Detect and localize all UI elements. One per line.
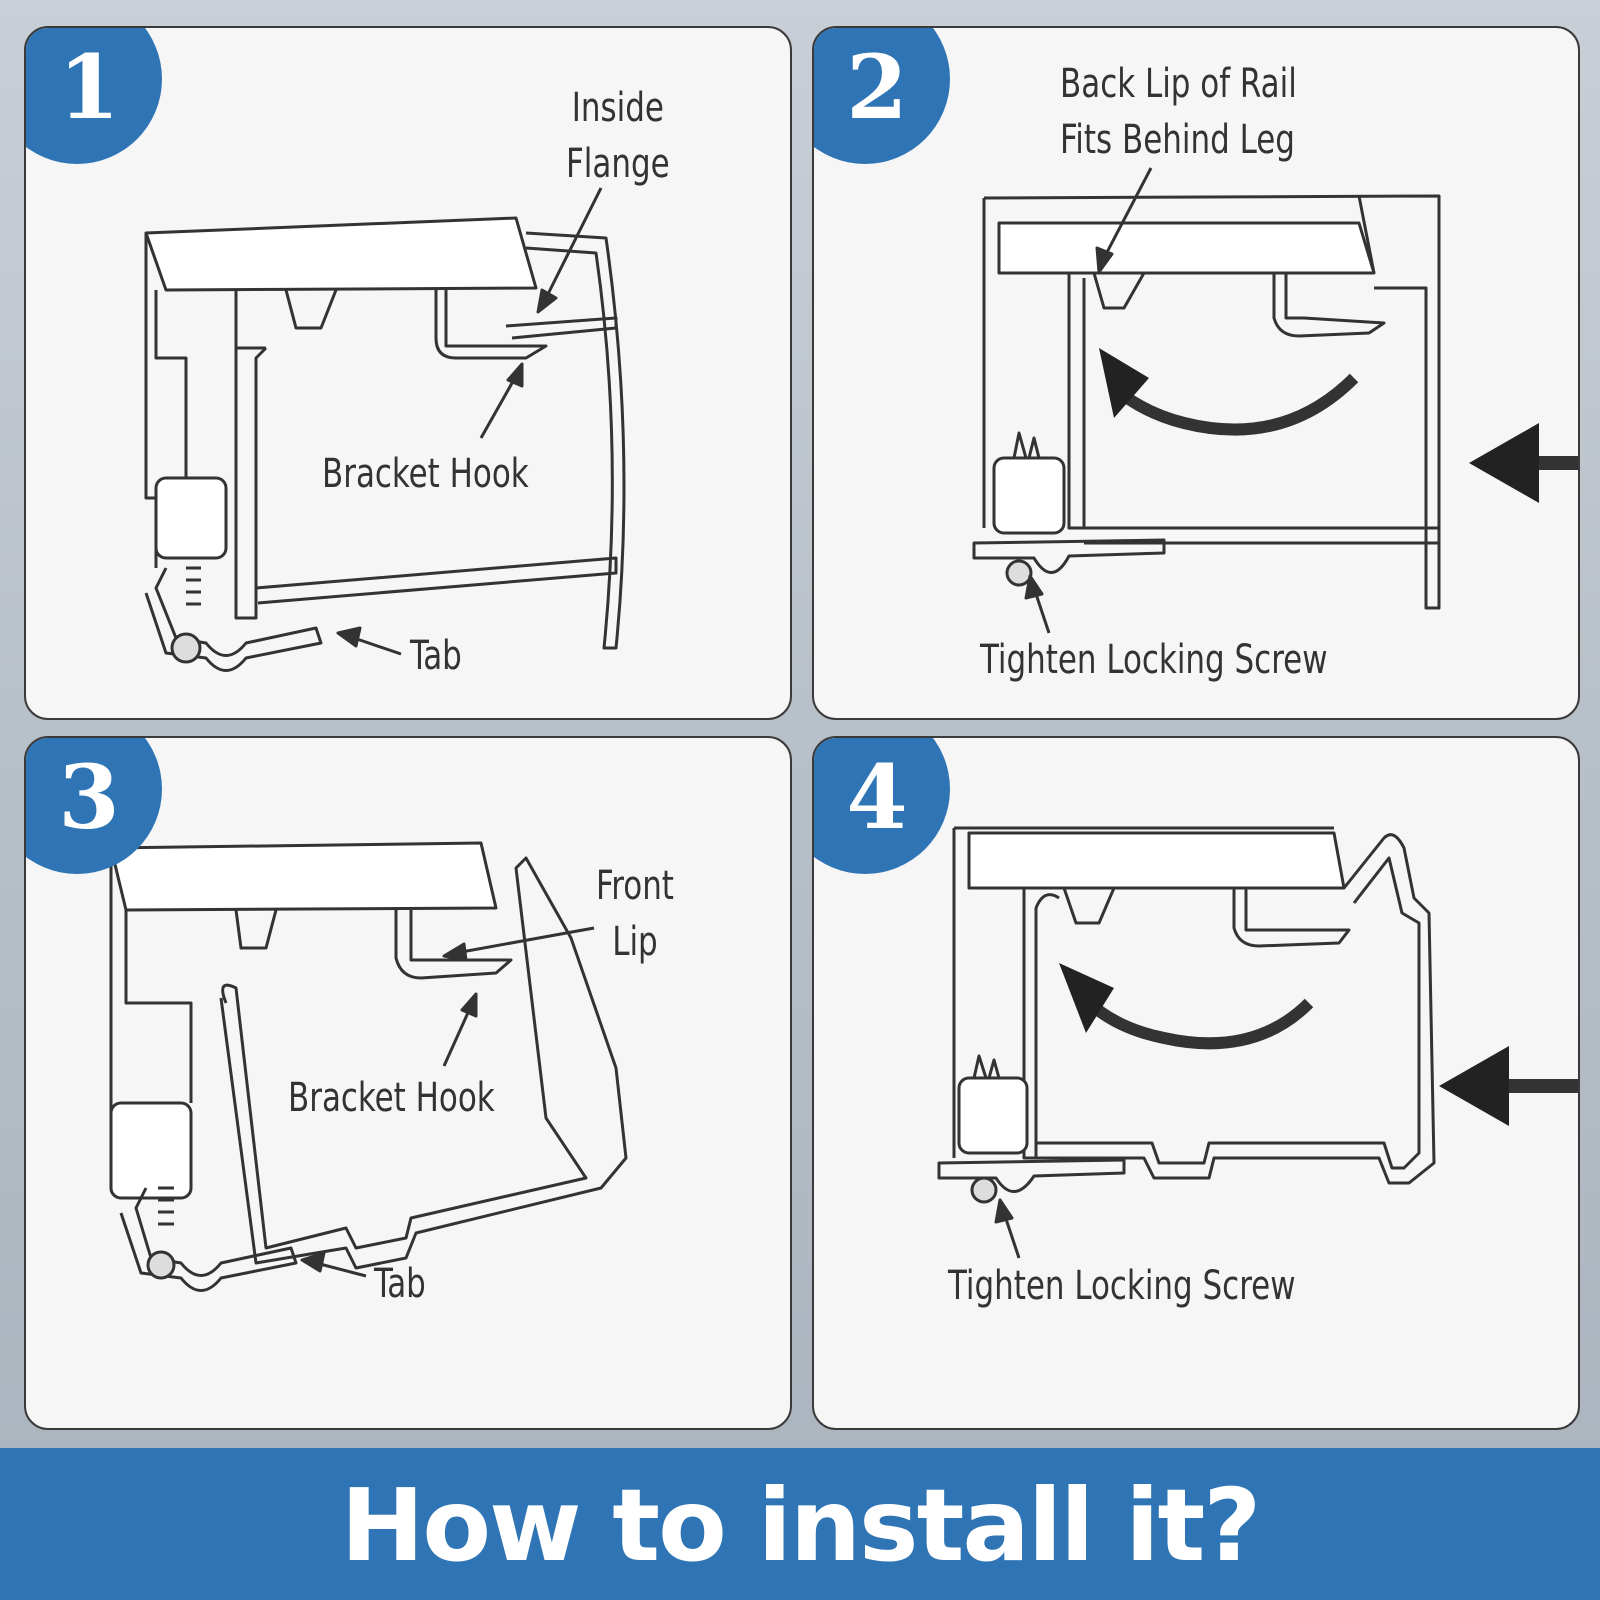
step-3-badge: 3 xyxy=(26,738,162,874)
step-3-number: 3 xyxy=(58,745,120,849)
step-3-diagram xyxy=(109,841,628,1292)
title-banner: How to install it? xyxy=(0,1448,1600,1600)
tighten-locking-screw-label-4: Tighten Locking Screw xyxy=(948,1263,1296,1309)
step-4-panel: 4 Tighten Locking Screw xyxy=(812,736,1580,1430)
tighten-locking-screw-label: Tighten Locking Screw xyxy=(980,637,1328,683)
step-1-diagram xyxy=(144,187,626,672)
bracket-hook-label-3: Bracket Hook xyxy=(288,1075,495,1121)
back-lip-label: Back Lip of Rail Fits Behind Leg xyxy=(1060,61,1297,163)
inside-flange-label: Inside Flange xyxy=(566,85,670,187)
step-4-diagram xyxy=(937,826,1578,1259)
step-3-panel: 3 Front Lip Bracket Hook Tab xyxy=(24,736,792,1430)
banner-title: How to install it? xyxy=(340,1467,1262,1584)
tab-label-3: Tab xyxy=(374,1261,426,1307)
step-1-number: 1 xyxy=(58,35,120,139)
tab-label: Tab xyxy=(410,633,462,679)
step-2-panel: 2 Back Lip of Rail Fits Behind Leg Tight… xyxy=(812,26,1580,720)
step-1-panel: 1 Inside Flange Bracket Hook Tab xyxy=(24,26,792,720)
step-4-number: 4 xyxy=(846,745,908,849)
front-lip-label: Front Lip xyxy=(596,863,674,965)
step-2-number: 2 xyxy=(846,35,908,139)
bracket-hook-label: Bracket Hook xyxy=(322,451,529,497)
step-2-diagram xyxy=(972,167,1578,634)
